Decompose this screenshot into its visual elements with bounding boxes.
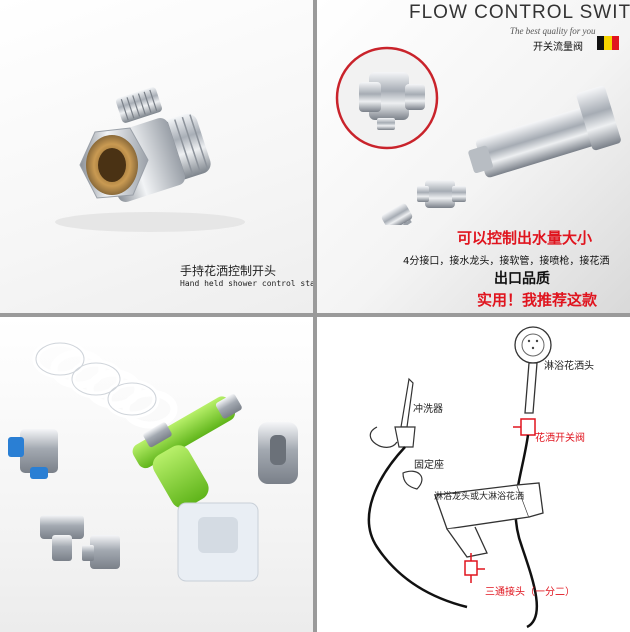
ad-title: FLOW CONTROL SWITCH [409, 2, 630, 23]
kit-photo [8, 339, 298, 582]
label-mixer: 淋浴龙头或大淋浴花洒 [434, 492, 525, 502]
mixer-tap-icon [434, 482, 544, 558]
ad-tagline: The best quality for you [510, 26, 596, 36]
panel-flow-control-ad: FLOW CONTROL SWITCH The best quality for… [317, 0, 630, 313]
shower-head-icon [514, 326, 552, 414]
caption-chinese: 手持花洒控制开头 [180, 264, 277, 278]
ad-export-quality: 出口品质 [494, 271, 550, 287]
panel-installation-diagram: 淋浴花洒头 冲洗器 花洒开关阀 固定座 淋浴龙头或大淋浴花洒 三通接头（一分二） [317, 317, 630, 632]
installation-sketch [367, 326, 552, 629]
belgium-flag-icon [597, 36, 619, 50]
label-switch-valve: 花洒开关阀 [535, 433, 585, 444]
panel-kit-components [0, 317, 313, 632]
ad-recommend: 实用！我推荐这款 [477, 291, 598, 309]
valve-photo [55, 87, 245, 232]
label-tee-connector: 三通接头（一分二） [485, 587, 575, 598]
ad-product-photo [335, 46, 621, 225]
ad-ports-text: 4分接口，接水龙头，接软管，接喷枪，接花洒 [403, 256, 610, 267]
sprayer-icon [394, 377, 416, 448]
label-holder: 固定座 [414, 460, 444, 471]
ad-subtitle: 开关流量阀 [533, 42, 583, 53]
label-sprayer: 冲洗器 [413, 404, 443, 415]
panel-shower-control-valve: 手持花洒控制开头 Hand held shower control start [0, 0, 313, 313]
holder-icon [402, 470, 423, 490]
ad-headline: 可以控制出水量大小 [457, 229, 593, 247]
label-shower-head: 淋浴花洒头 [544, 361, 594, 372]
panel-divider-horizontal [0, 313, 630, 317]
caption-english: Hand held shower control start [180, 279, 313, 288]
